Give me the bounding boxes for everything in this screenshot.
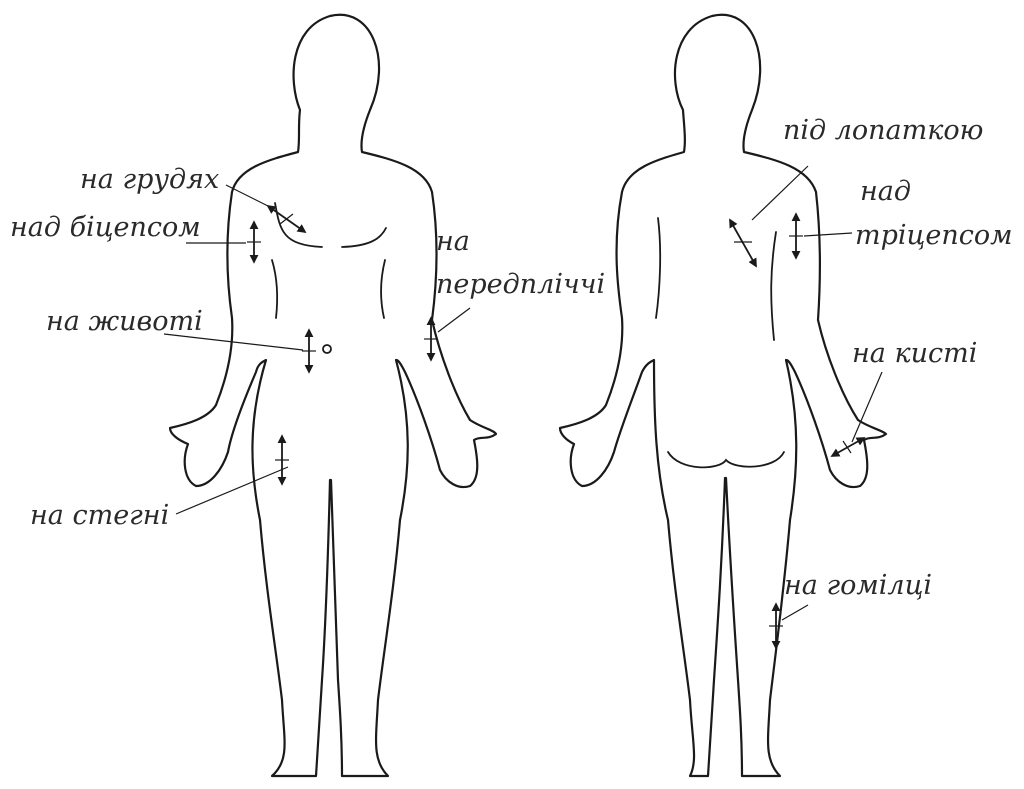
label-triceps-line1: над: [860, 176, 911, 207]
label-chest: на грудях: [80, 164, 219, 195]
shin-leader: [782, 605, 808, 620]
front-body-figure: [170, 15, 496, 776]
label-triceps-line2: тріцепсом: [855, 220, 1013, 251]
wrist-arrow: [832, 438, 864, 456]
label-abdomen: на животі: [46, 306, 203, 337]
forearm-leader: [438, 308, 470, 332]
back-arm-line-right: [771, 232, 776, 340]
navel: [323, 345, 331, 353]
back-arm-line-left: [656, 218, 660, 318]
buttocks-line: [668, 452, 784, 467]
label-forearm-line1: на: [436, 226, 470, 257]
triceps-leader: [804, 233, 852, 236]
wrist-leader: [852, 372, 882, 442]
front-body-outline: [170, 15, 496, 776]
front-arm-line-right: [381, 260, 385, 318]
front-arm-line-left: [272, 260, 277, 318]
label-scapula: під лопаткою: [783, 115, 983, 146]
front-chest-line-right: [342, 228, 386, 247]
leader-lines: [164, 166, 882, 620]
label-thigh: на стегні: [30, 500, 169, 531]
label-shin: на гомілці: [784, 570, 932, 601]
label-biceps: над біцепсом: [10, 212, 201, 243]
scapula-leader: [752, 166, 808, 220]
scapula-arrow: [730, 220, 756, 266]
thigh-leader: [176, 467, 288, 514]
site-labels: на грудях над біцепсом на животі на стег…: [10, 115, 1013, 601]
label-forearm-line2: передпліччі: [436, 269, 605, 300]
front-chest-line-left: [275, 203, 322, 247]
label-wrist: на кисті: [852, 338, 977, 369]
